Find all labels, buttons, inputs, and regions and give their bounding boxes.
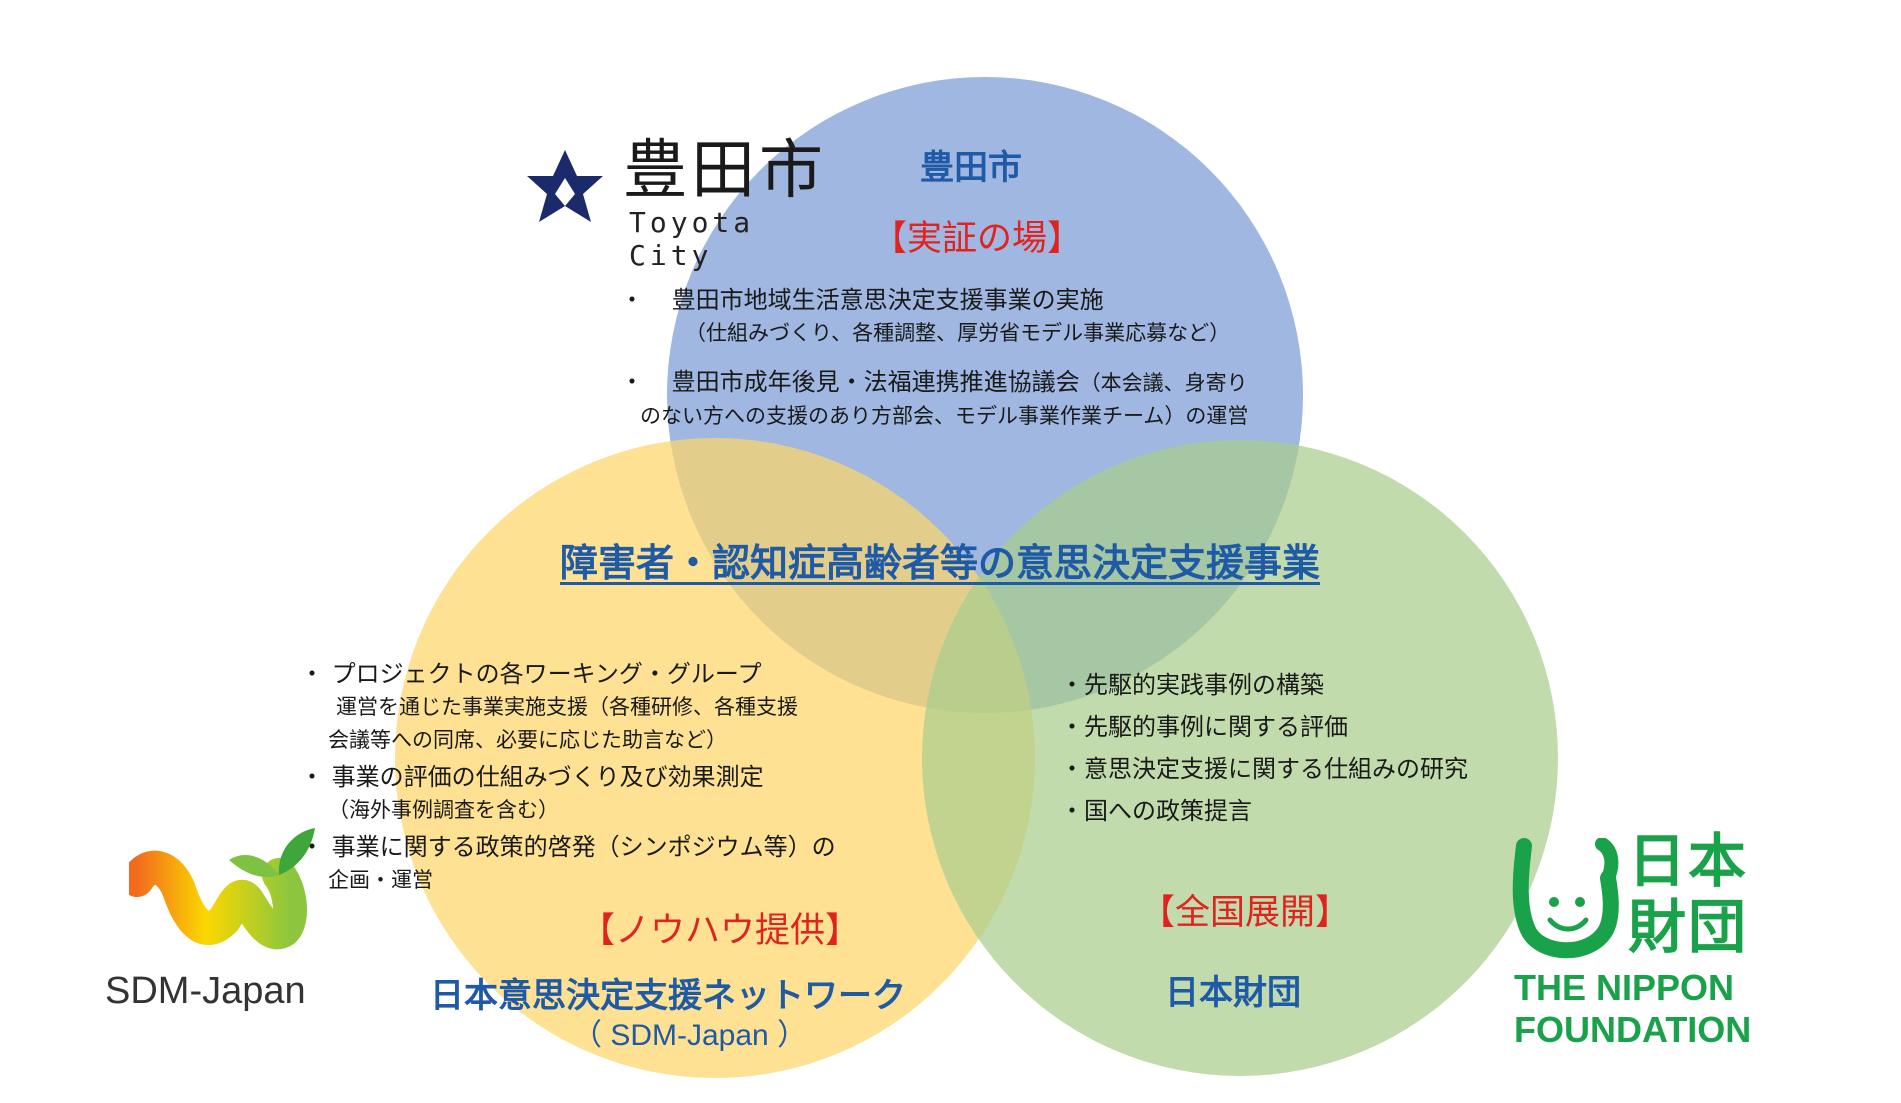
toyota-item-1-line1: 豊田市地域生活意思決定支援事業の実施 — [671, 286, 1104, 314]
sdm-item-3-line2: 企画・運営 — [328, 868, 433, 892]
sdm-item-3-line1: ・ 事業に関する政策的啓発（シンポジウム等）の — [300, 833, 836, 861]
nippon-foundation-logo: 日本 財団 THE NIPPON FOUNDATION — [1510, 830, 1752, 1058]
sdm-role: 【ノウハウ提供】 — [580, 911, 861, 951]
sdm-items: ・ プロジェクトの各ワーキング・グループ 運営を通じた事業実施支援（各種研修、各… — [300, 658, 940, 897]
nippon-circle — [922, 440, 1558, 1076]
nippon-item-1: ・先駆的実践事例の構築 — [1060, 671, 1324, 699]
sdm-item-1-line1: ・ プロジェクトの各ワーキング・グループ — [300, 660, 762, 688]
toyota-logo-en: Toyota City — [629, 206, 755, 272]
toyota-item-2-line1-small: （本会議、身寄り — [1079, 371, 1248, 395]
sdm-item-3: ・ 事業に関する政策的啓発（シンポジウム等）の 企画・運営 — [300, 831, 940, 897]
nippon-item-2: ・先駆的事例に関する評価 — [1060, 713, 1348, 741]
toyota-item-2-line2: のない方への支援のあり方部会、モデル事業作業チーム）の運営 — [640, 404, 1249, 428]
nippon-item-4: ・国への政策提言 — [1060, 797, 1252, 825]
nippon-logo-jp-1: 日本 — [1628, 829, 1749, 894]
nippon-role: 【全国展開】 — [1140, 893, 1351, 933]
sdm-item-1-line2: 運営を通じた事業実施支援（各種研修、各種支援 — [336, 695, 798, 719]
sdm-item-1-line3: 会議等への同席、必要に応じた助言など） — [328, 728, 727, 752]
toyota-item-2: ・ 豊田市成年後見・法福連携推進協議会（本会議、身寄り のない方への支援のあり方… — [620, 366, 1380, 433]
toyota-logo-jp: 豊田市 — [623, 134, 827, 208]
sdm-item-2: ・ 事業の評価の仕組みづくり及び効果測定 （海外事例調査を含む） — [300, 761, 940, 827]
nippon-logo-jp-2: 財団 — [1628, 895, 1749, 960]
nippon-item-3: ・意思決定支援に関する仕組みの研究 — [1060, 755, 1468, 783]
toyota-city-logo: 豊田市 Toyota City — [525, 136, 835, 272]
sdm-circle — [395, 438, 1035, 1078]
sdm-name-sub: （ SDM-Japan ） — [572, 1019, 808, 1052]
toyota-name: 豊田市 — [920, 148, 1022, 188]
nippon-name: 日本財団 — [1165, 973, 1301, 1013]
smiling-face-icon — [1512, 838, 1619, 959]
nippon-logo-en-2: FOUNDATION — [1514, 1009, 1752, 1050]
sdm-item-2-line1: ・ 事業の評価の仕組みづくり及び効果測定 — [300, 763, 764, 791]
toyota-item-1: ・ 豊田市地域生活意思決定支援事業の実施 （仕組みづくり、各種調整、厚労省モデル… — [620, 284, 1360, 350]
sdm-name: 日本意思決定支援ネットワーク — [430, 976, 906, 1016]
center-title: 障害者・認知症高齢者等の意思決定支援事業 — [560, 541, 1321, 585]
sdm-item-2-line2: （海外事例調査を含む） — [328, 798, 559, 822]
toyota-item-1-line2: （仕組みづくり、各種調整、厚労省モデル事業応募など） — [685, 321, 1231, 345]
nippon-items: ・先駆的実践事例の構築 ・先駆的事例に関する評価 ・意思決定支援に関する仕組みの… — [1060, 665, 1468, 833]
sdm-japan-logo: SDM-Japan — [105, 820, 355, 1020]
sprout-w-icon — [129, 828, 315, 950]
bullet: ・ — [620, 368, 644, 396]
toyota-item-2-line1: 豊田市成年後見・法福連携推進協議会 — [671, 368, 1080, 396]
sdm-item-1: ・ プロジェクトの各ワーキング・グループ 運営を通じた事業実施支援（各種研修、各… — [300, 658, 940, 757]
toyota-role: 【実証の場】 — [872, 219, 1083, 259]
bullet: ・ — [620, 286, 644, 314]
toyota-emblem-icon — [527, 150, 603, 222]
nippon-logo-en-1: THE NIPPON — [1514, 967, 1735, 1008]
sdm-logo-text: SDM-Japan — [105, 970, 306, 1012]
